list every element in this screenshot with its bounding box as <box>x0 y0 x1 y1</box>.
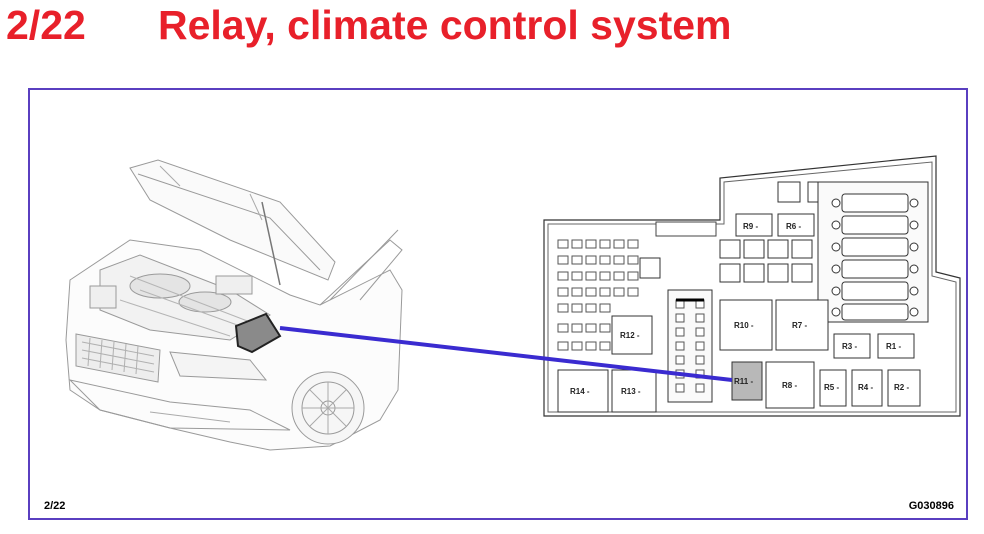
relay-R14 <box>557 369 609 413</box>
car-illustration <box>65 159 403 451</box>
relay-label-R6: R6 - <box>786 222 801 231</box>
relay-label-R11: R11 - <box>734 377 753 386</box>
relay-R3 <box>833 333 871 359</box>
relay-R9 <box>735 213 773 237</box>
relay-label-R2: R2 - <box>894 383 909 392</box>
relay-label-R4: R4 - <box>858 383 873 392</box>
relay-label-R14: R14 - <box>570 387 590 396</box>
relay-label-R8: R8 - <box>782 381 797 390</box>
relay-label-R3: R3 - <box>842 342 857 351</box>
relay-location-marker <box>234 312 282 354</box>
relay-label-R12: R12 - <box>620 331 640 340</box>
relay-label-R7: R7 - <box>792 321 807 330</box>
relay-R5 <box>819 369 847 407</box>
relay-label-R10: R10 - <box>734 321 754 330</box>
figure-code: G030896 <box>908 500 954 512</box>
pointer-line <box>279 326 733 382</box>
page-title: Relay, climate control system <box>158 2 732 48</box>
relay-R10 <box>719 299 773 351</box>
page-number: 2/22 <box>6 2 86 48</box>
diagram-frame: R9 - R6 - R12 - R10 - R7 - R3 - R1 - R14… <box>28 88 968 520</box>
figure-page-ref: 2/22 <box>44 500 66 512</box>
relay-R1 <box>877 333 915 359</box>
relay-label-R5: R5 - <box>824 383 839 392</box>
relay-label-R9: R9 - <box>743 222 758 231</box>
relay-R2 <box>887 369 921 407</box>
relay-R13 <box>611 369 657 413</box>
relay-R12 <box>611 315 653 355</box>
relay-label-R13: R13 - <box>621 387 641 396</box>
relay-R11 <box>731 361 763 401</box>
relay-R7 <box>775 299 829 351</box>
relay-R6 <box>777 213 815 237</box>
diagram-svg: R9 - R6 - R12 - R10 - R7 - R3 - R1 - R14… <box>65 155 961 451</box>
relay-label-R1: R1 - <box>886 342 901 351</box>
title-bar: 2/22 Relay, climate control system <box>0 0 984 60</box>
relay-R4 <box>851 369 883 407</box>
relay-R8 <box>765 361 815 409</box>
relay-box <box>543 155 961 417</box>
